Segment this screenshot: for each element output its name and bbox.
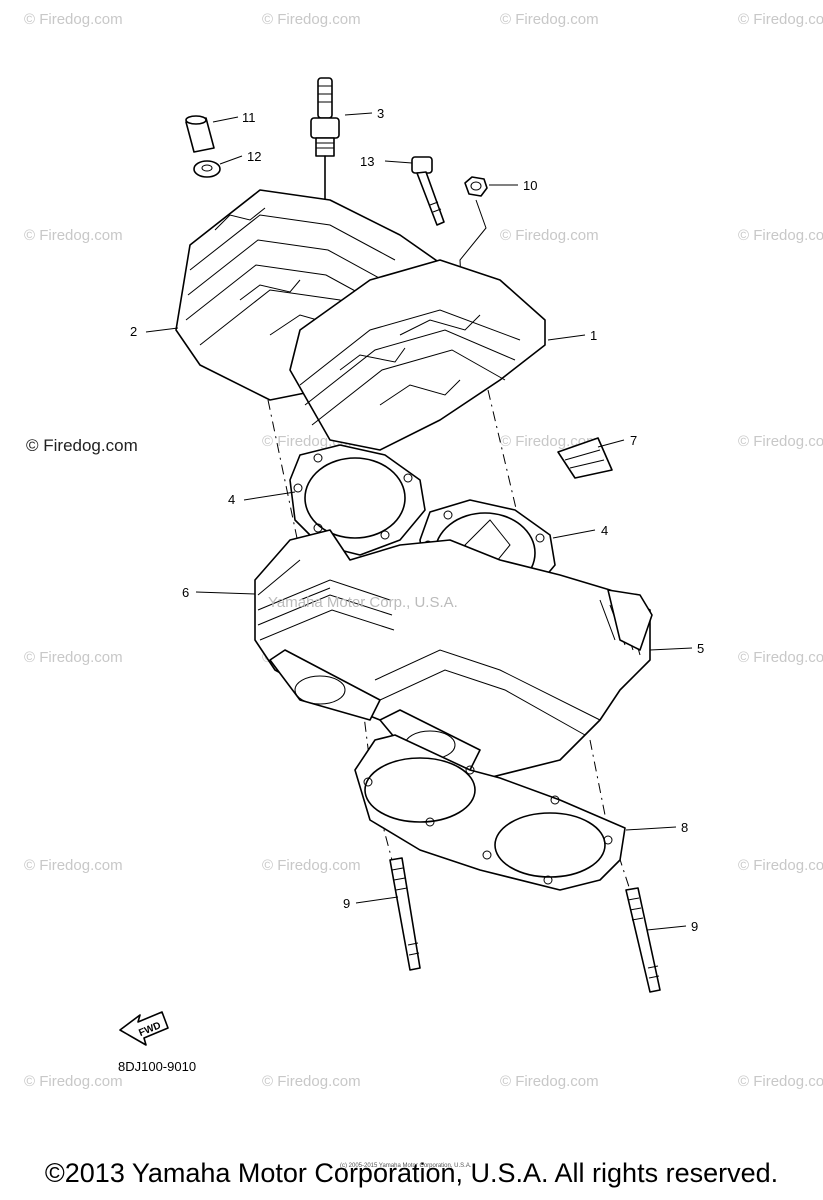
watermark: © Firedog.com	[500, 1073, 599, 1090]
watermark: © Firedog.com	[738, 857, 823, 874]
watermark: © Firedog.com	[738, 227, 823, 244]
callout-4-left: 4	[228, 492, 235, 507]
spark-plug	[310, 77, 340, 216]
watermark: © Firedog.com	[262, 11, 361, 28]
callout-3: 3	[377, 106, 384, 121]
cylinder-head-right	[289, 259, 546, 451]
callout-8: 8	[681, 820, 688, 835]
callout-4-right: 4	[601, 523, 608, 538]
watermark: © Firedog.com	[738, 11, 823, 28]
base-gasket	[354, 734, 626, 891]
copyright-footer: ©2013 Yamaha Motor Corporation, U.S.A. A…	[44, 1158, 779, 1188]
firedog-watermark-left: © Firedog.com	[26, 436, 138, 455]
watermark: © Firedog.com	[500, 227, 599, 244]
callout-2: 2	[130, 324, 137, 339]
callout-9-left: 9	[343, 896, 350, 911]
callout-1: 1	[590, 328, 597, 343]
stud-bolt-left	[389, 857, 421, 971]
callout-12: 12	[247, 149, 261, 164]
fwd-arrow-icon: FWD	[119, 1011, 169, 1046]
engraved-text: Yamaha Motor Corp., U.S.A.	[268, 594, 458, 611]
watermark: © Firedog.com	[24, 11, 123, 28]
callout-6: 6	[182, 585, 189, 600]
watermark: © Firedog.com	[738, 1073, 823, 1090]
rubber-cap	[557, 437, 613, 479]
callout-10: 10	[523, 178, 537, 193]
watermark: © Firedog.com	[738, 433, 823, 450]
stud-bolt-right	[625, 887, 661, 993]
callout-13: 13	[360, 154, 374, 169]
callout-9-right: 9	[691, 919, 698, 934]
watermark: © Firedog.com	[500, 11, 599, 28]
small-copyright: (c) 2005-2015 Yamaha Motor Corporation, …	[340, 1163, 472, 1169]
head-bolt	[411, 156, 445, 226]
cylinder-block	[254, 529, 653, 781]
watermark: © Firedog.com	[262, 1073, 361, 1090]
cap-nut	[185, 115, 215, 153]
callout-11: 11	[242, 110, 256, 125]
callout-5: 5	[697, 641, 704, 656]
watermark: © Firedog.com	[738, 649, 823, 666]
diagram-part-code: 8DJ100-9010	[118, 1059, 197, 1074]
watermark: © Firedog.com	[24, 857, 123, 874]
watermark: © Firedog.com	[262, 857, 361, 874]
watermark: © Firedog.com	[24, 227, 123, 244]
callout-labels: 1 2 3 4 4 5 6 7 8 9 9 10 11 12 13	[130, 106, 704, 934]
callout-7: 7	[630, 433, 637, 448]
watermark: © Firedog.com	[24, 1073, 123, 1090]
watermark: © Firedog.com	[24, 649, 123, 666]
washer	[193, 160, 221, 178]
leader-lines	[145, 112, 693, 931]
